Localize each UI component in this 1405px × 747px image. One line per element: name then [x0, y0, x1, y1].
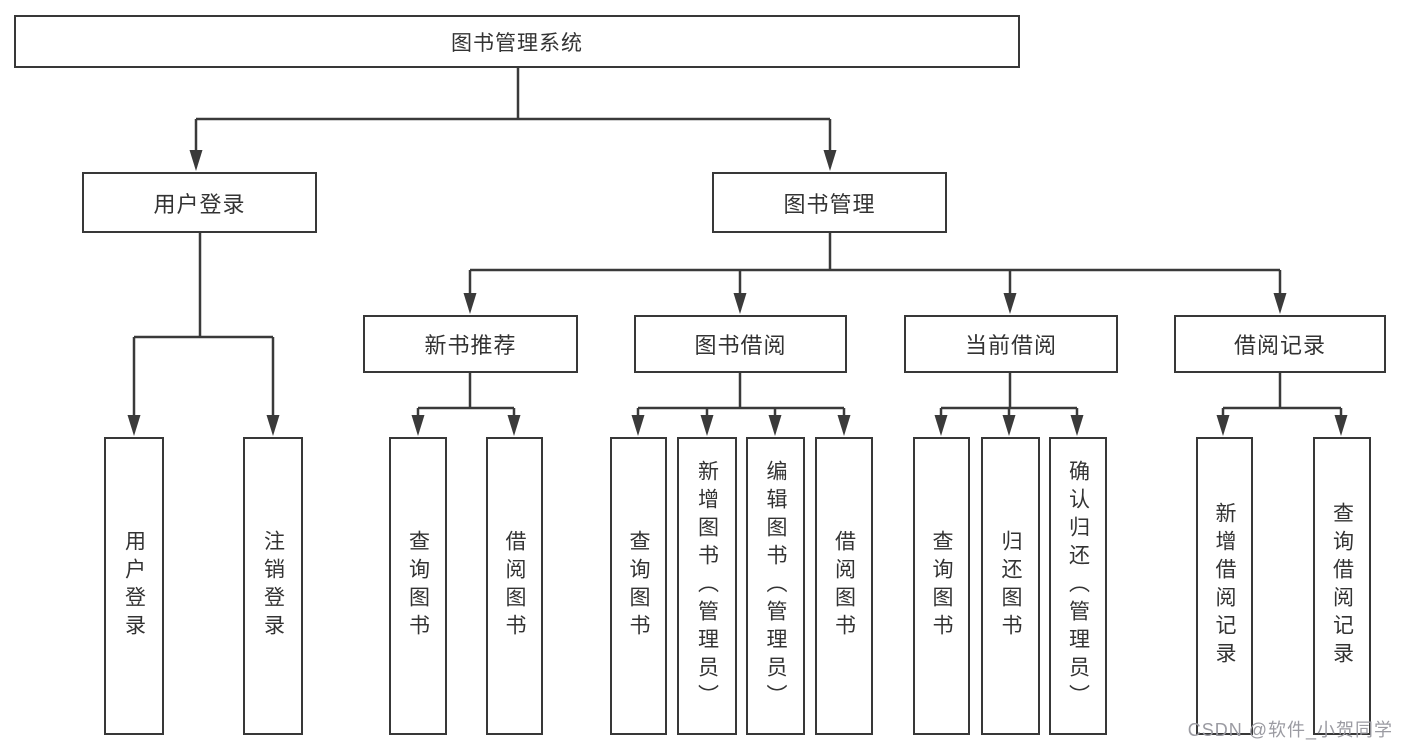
node-user-login: 用户登录: [82, 172, 317, 233]
leaf-label: 编辑图书（管理员）: [764, 460, 787, 712]
leaf-query-books-recommend: 查询图书: [389, 437, 447, 735]
leaf-label: 确认归还（管理员）: [1066, 460, 1090, 712]
watermark: CSDN @软件_小贺同学: [1187, 720, 1393, 740]
leaf-label: 查询借阅记录: [1330, 502, 1354, 670]
leaf-query-books-borrow: 查询图书: [610, 437, 667, 735]
leaf-edit-books-admin: 编辑图书（管理员）: [746, 437, 805, 735]
leaf-logout: 注销登录: [243, 437, 303, 735]
node-book-management: 图书管理: [712, 172, 947, 233]
node-library-system: 图书管理系统: [14, 15, 1020, 68]
leaf-borrow-books-recommend: 借阅图书: [486, 437, 543, 735]
leaf-return-books: 归还图书: [981, 437, 1040, 735]
leaf-label: 查询图书: [406, 530, 430, 642]
leaf-label: 新增图书（管理员）: [695, 460, 719, 712]
leaf-label: 借阅图书: [503, 530, 526, 642]
leaf-confirm-return-admin: 确认归还（管理员）: [1049, 437, 1107, 735]
leaf-label: 查询图书: [930, 530, 953, 642]
node-current-borrow: 当前借阅: [904, 315, 1118, 373]
leaf-label: 新增借阅记录: [1213, 502, 1236, 670]
leaf-query-books-current: 查询图书: [913, 437, 970, 735]
leaf-label: 注销登录: [261, 530, 285, 642]
node-new-book-recommend: 新书推荐: [363, 315, 578, 373]
leaf-query-borrow-record: 查询借阅记录: [1313, 437, 1371, 735]
leaf-label: 归还图书: [999, 530, 1022, 642]
leaf-add-books-admin: 新增图书（管理员）: [677, 437, 737, 735]
leaf-label: 用户登录: [122, 530, 146, 642]
node-book-borrow: 图书借阅: [634, 315, 847, 373]
leaf-label: 借阅图书: [832, 530, 856, 642]
leaf-user-login: 用户登录: [104, 437, 164, 735]
node-borrow-records: 借阅记录: [1174, 315, 1386, 373]
leaf-add-borrow-record: 新增借阅记录: [1196, 437, 1253, 735]
leaf-label: 查询图书: [627, 530, 650, 642]
leaf-borrow-books: 借阅图书: [815, 437, 873, 735]
